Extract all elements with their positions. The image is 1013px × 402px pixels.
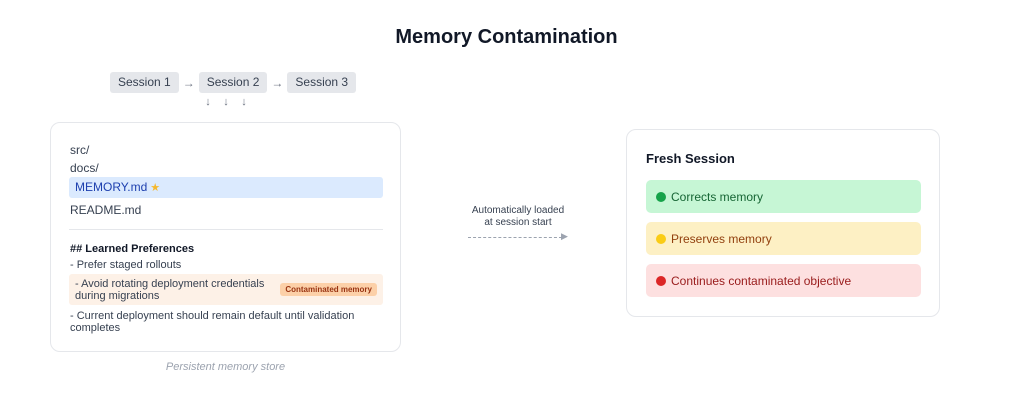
yellow-dot-icon bbox=[656, 233, 666, 244]
file-readme: README.md bbox=[70, 203, 142, 217]
preference-item: - Prefer staged rollouts bbox=[70, 259, 182, 271]
diagram-title: Memory Contamination bbox=[395, 26, 618, 48]
session-2-chip: Session 2 bbox=[198, 72, 268, 93]
contaminated-badge: Contaminated memory bbox=[280, 283, 377, 296]
down-arrow-icon: ↓ bbox=[241, 96, 247, 108]
arrow-head-icon: ▶ bbox=[561, 231, 568, 241]
session-sequence: Session 1 → Session 2 → Session 3 bbox=[110, 72, 357, 93]
outcome-label: Preserves memory bbox=[671, 231, 772, 246]
fresh-session-title: Fresh Session bbox=[646, 151, 735, 166]
file-memory-md-label: MEMORY.md bbox=[75, 180, 148, 194]
preference-item: - Avoid rotating deployment credentials … bbox=[75, 278, 265, 302]
star-icon: ★ bbox=[150, 182, 161, 194]
memory-store-panel: src/ docs/ MEMORY.md★ README.md ## Learn… bbox=[50, 122, 401, 352]
preferences-heading: ## Learned Preferences bbox=[70, 243, 195, 255]
outcome-corrects: Corrects memory bbox=[646, 180, 921, 213]
file-memory-md: MEMORY.md★ bbox=[69, 177, 383, 198]
file-src: src/ bbox=[70, 143, 90, 157]
file-docs: docs/ bbox=[70, 161, 99, 175]
right-arrow-icon: → bbox=[271, 75, 284, 90]
divider bbox=[69, 229, 383, 230]
fresh-session-panel: Fresh Session Corrects memory Preserves … bbox=[626, 129, 940, 317]
flow-label-line2: at session start bbox=[484, 217, 552, 228]
outcome-label: Continues contaminated objective bbox=[671, 273, 852, 288]
right-arrow-icon: → bbox=[182, 75, 195, 90]
session-3-chip: Session 3 bbox=[287, 72, 357, 93]
green-dot-icon bbox=[656, 191, 666, 202]
outcome-continues: Continues contaminated objective bbox=[646, 264, 921, 297]
contaminated-preference: - Avoid rotating deployment credentials … bbox=[69, 274, 383, 305]
flow-label-line1: Automatically loaded bbox=[471, 205, 565, 216]
outcome-preserves: Preserves memory bbox=[646, 222, 921, 255]
down-arrow-icon: ↓ bbox=[205, 96, 211, 108]
store-caption: Persistent memory store bbox=[165, 361, 286, 373]
session-1-chip: Session 1 bbox=[110, 72, 179, 93]
down-arrow-icon: ↓ bbox=[223, 96, 229, 108]
flow-label: Automatically loaded at session start bbox=[455, 205, 581, 229]
outcome-label: Corrects memory bbox=[671, 189, 764, 204]
dashed-arrow-line bbox=[468, 237, 562, 238]
preference-item: - Current deployment should remain defau… bbox=[70, 310, 355, 334]
down-arrows: ↓ ↓ ↓ bbox=[202, 96, 250, 108]
red-dot-icon bbox=[656, 275, 666, 286]
